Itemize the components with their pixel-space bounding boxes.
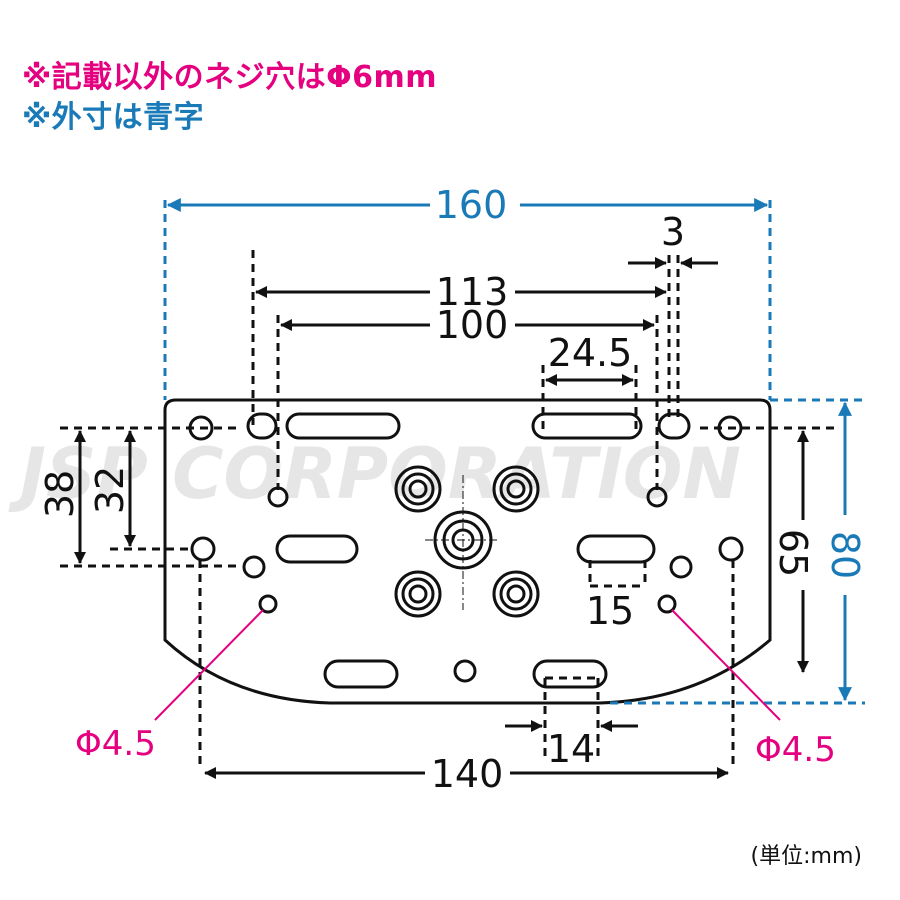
slots <box>246 412 691 689</box>
dim-hole-span-inner: 100 <box>436 303 509 347</box>
black-dimension-lines <box>74 257 809 779</box>
dim-left-38: 38 <box>38 470 82 518</box>
plate-outline <box>163 398 772 705</box>
dim-bottom-slot-14: 14 <box>547 727 595 771</box>
center-lines <box>425 475 500 610</box>
unit-label: (単位:mm) <box>750 844 862 869</box>
dim-hole-span-outer: 113 <box>436 270 509 314</box>
note-outer-dimensions: ※外寸は青字 <box>22 100 205 135</box>
dim-left-32: 32 <box>88 466 132 514</box>
blue-dimension-lines <box>166 198 852 702</box>
dim-overall-height: 80 <box>823 531 867 579</box>
black-extension-lines <box>60 250 835 770</box>
dim-right-65: 65 <box>771 529 815 577</box>
dim-slot-offset: 3 <box>661 210 685 254</box>
dim-hole-dia-right: Φ4.5 <box>755 730 836 770</box>
dim-slot-length: 24.5 <box>548 331 633 375</box>
holes <box>188 415 744 683</box>
dim-overall-width: 160 <box>435 183 508 227</box>
note-screw-holes: ※記載以外のネジ穴はΦ6mm <box>22 60 438 95</box>
blue-extension-lines <box>163 200 865 705</box>
dim-slot-width-15: 15 <box>586 589 634 633</box>
dim-bottom-140: 140 <box>431 752 504 796</box>
dim-hole-dia-left: Φ4.5 <box>75 724 156 764</box>
leader-lines <box>154 609 781 721</box>
